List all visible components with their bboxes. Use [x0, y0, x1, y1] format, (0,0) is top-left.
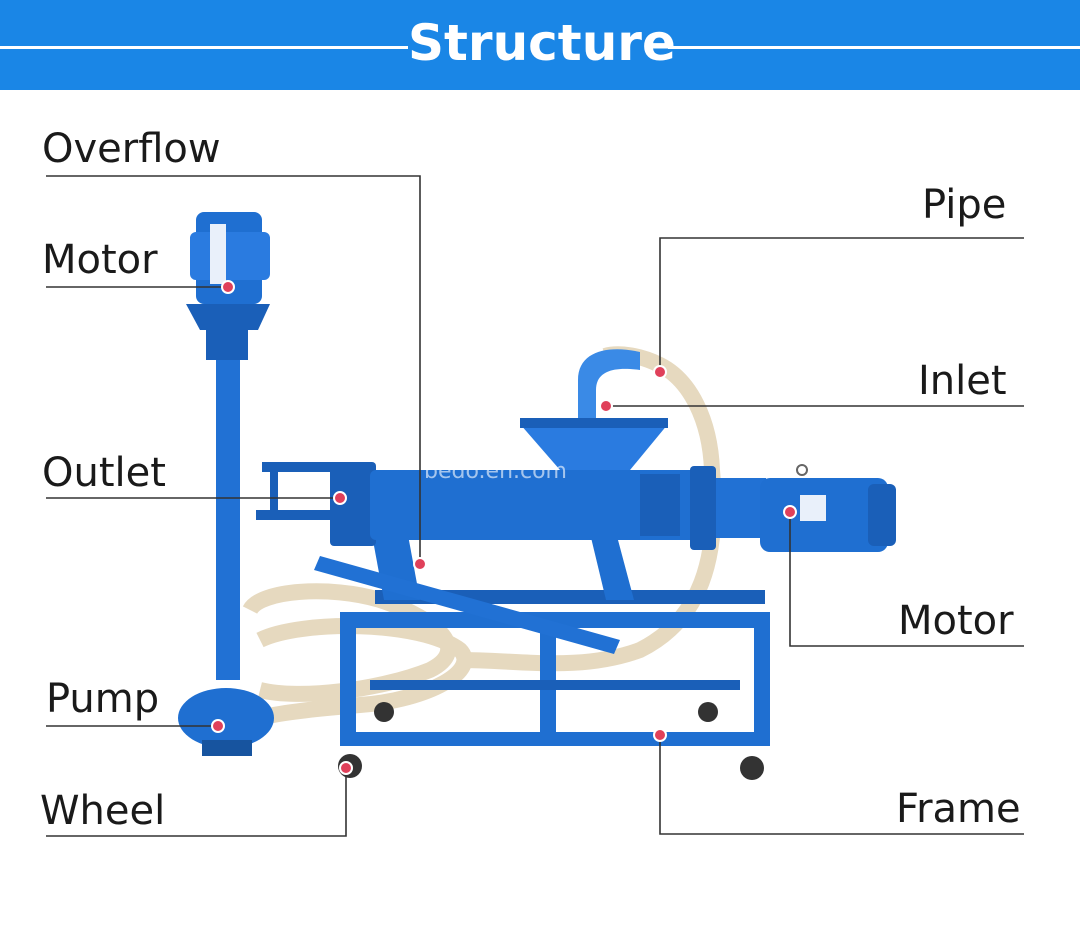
label-inlet: Inlet: [918, 358, 1007, 404]
leader-pipe: [659, 237, 1024, 372]
leader-frame: [659, 735, 1024, 835]
watermark: bedo.en.com: [424, 459, 567, 484]
page-title: Structure: [408, 14, 676, 72]
label-pipe: Pipe: [922, 182, 1007, 228]
label-wheel: Wheel: [40, 788, 166, 834]
header-banner: Structure: [0, 0, 1080, 90]
leader-lines: [46, 175, 1024, 837]
separator-machine: [256, 349, 896, 746]
submersible-pump: [178, 212, 274, 756]
label-pump: Pump: [46, 676, 160, 722]
label-motor-right: Motor: [898, 598, 1014, 644]
label-outlet: Outlet: [42, 450, 166, 496]
label-frame: Frame: [896, 786, 1021, 832]
markers: [211, 280, 797, 775]
leader-overflow: [46, 175, 421, 560]
label-overflow: Overflow: [42, 126, 221, 172]
leader-motor-right: [789, 512, 1024, 647]
header-rule-right: [668, 46, 1080, 49]
header-rule-left: [0, 46, 408, 49]
leader-wheel: [46, 768, 347, 837]
label-motor-left: Motor: [42, 237, 158, 283]
